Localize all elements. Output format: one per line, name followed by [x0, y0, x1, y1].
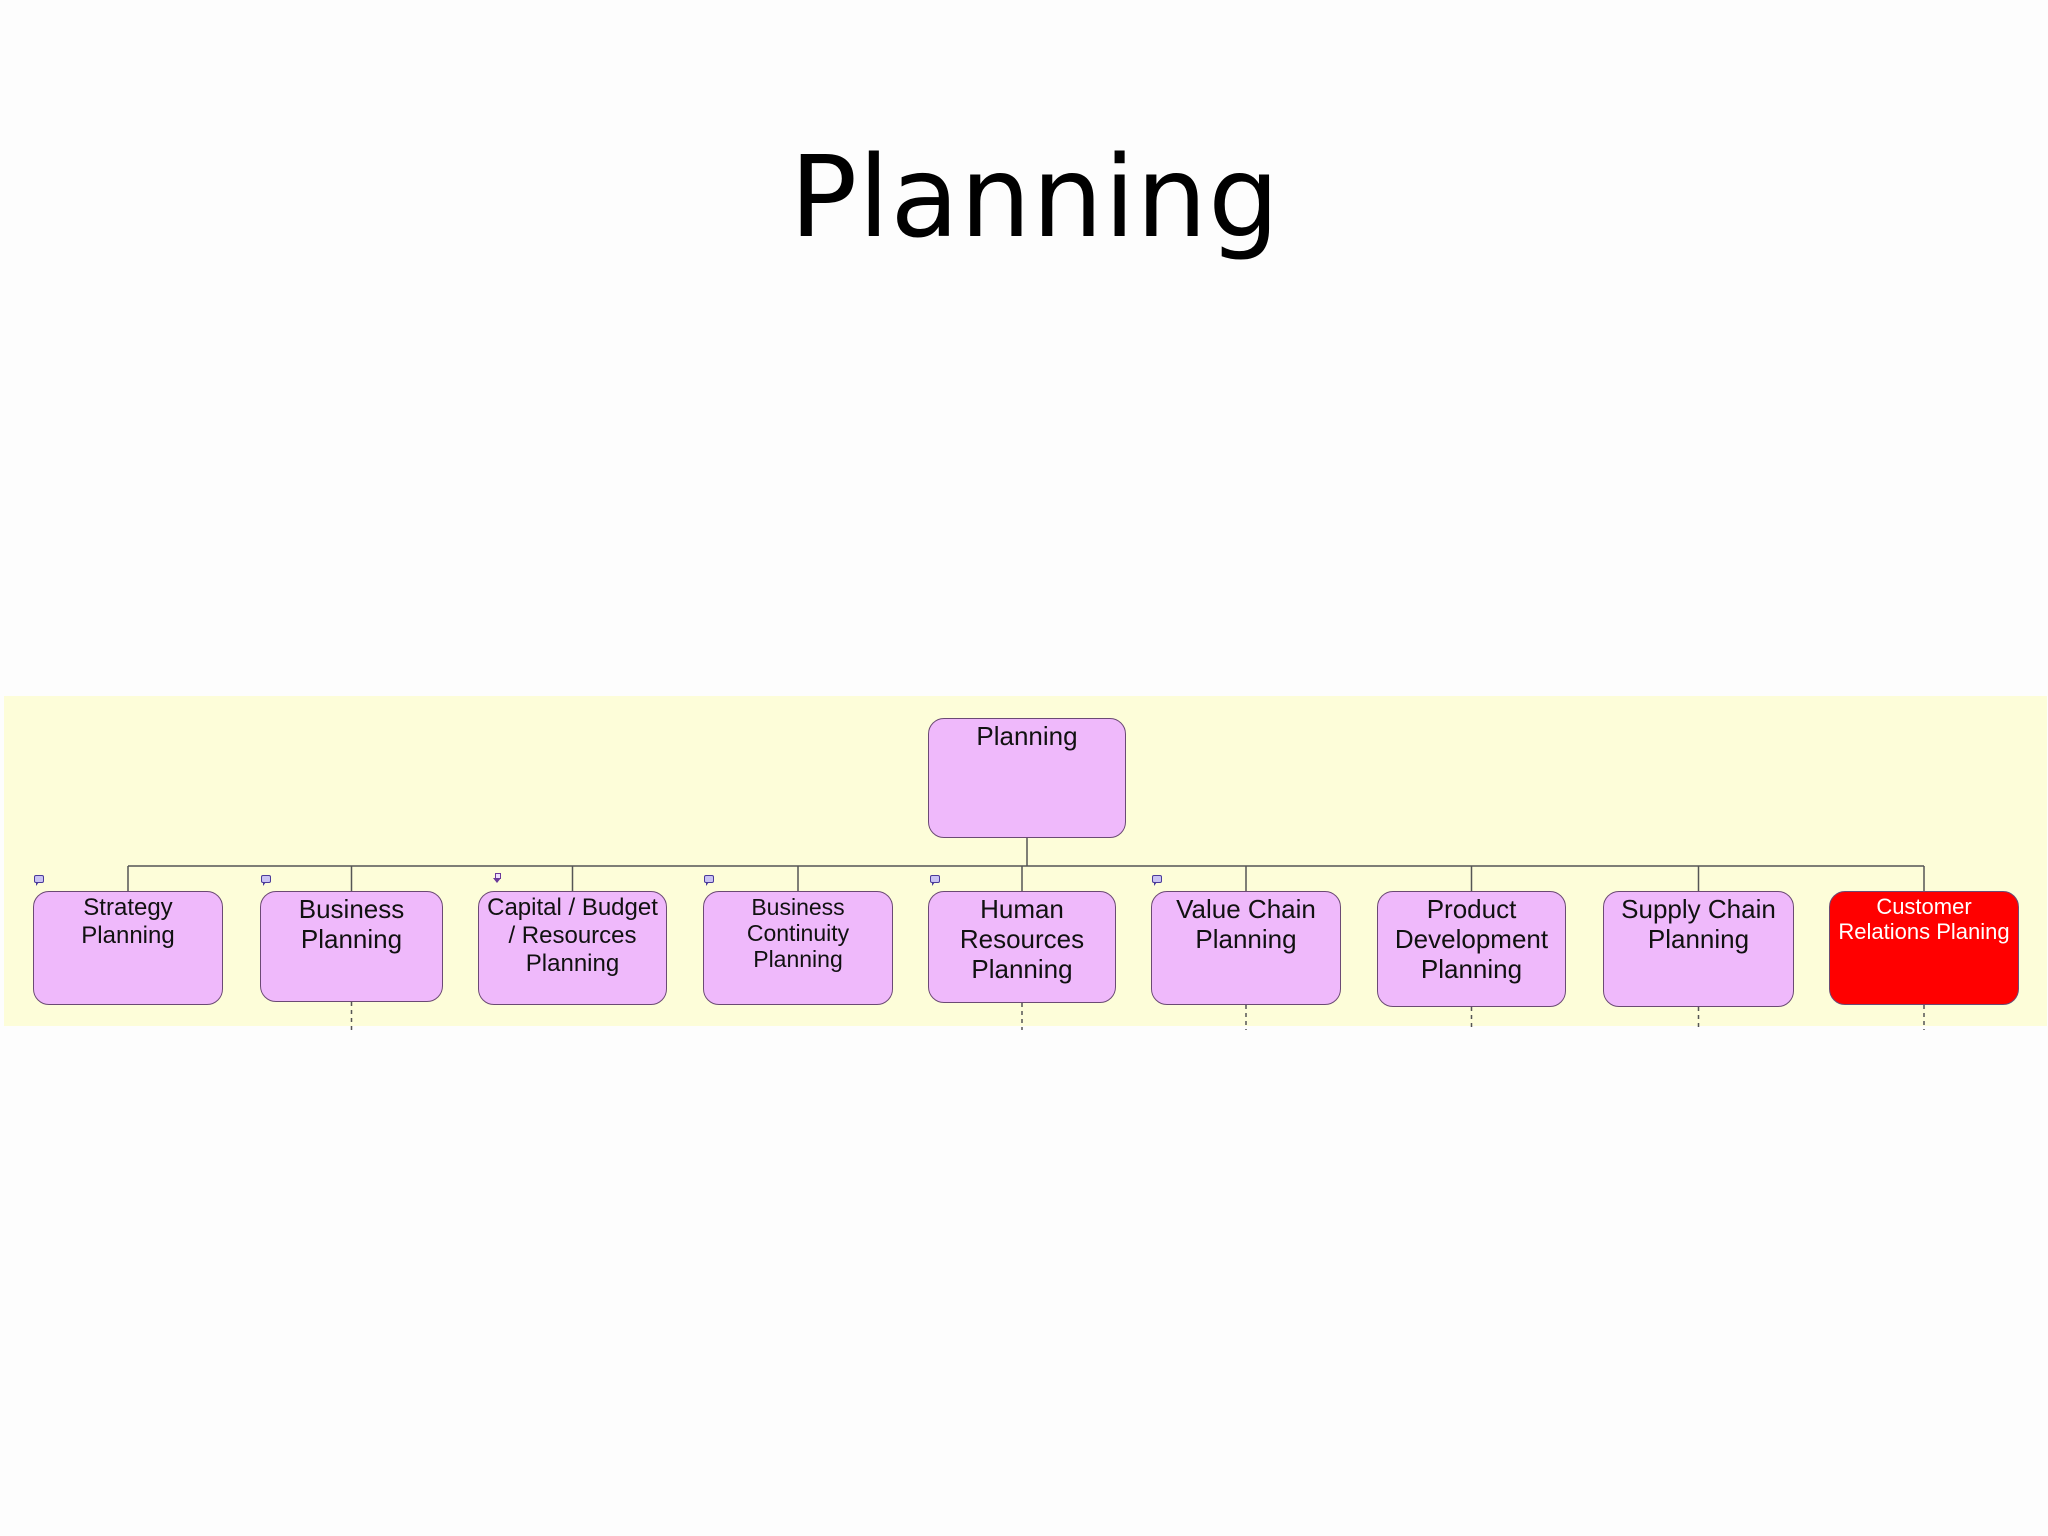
node-supply-chain-planning[interactable]: Supply Chain Planning [1603, 891, 1794, 1007]
node-strategy-planning[interactable]: Strategy Planning [33, 891, 223, 1005]
node-planning-root-label: Planning [976, 721, 1078, 751]
node-customer-relations-planing-label: Customer Relations Planing [1838, 894, 2010, 944]
arrow-down-icon[interactable] [493, 873, 501, 883]
node-customer-relations-planing[interactable]: Customer Relations Planing [1829, 891, 2019, 1005]
comment-icon[interactable] [704, 875, 714, 886]
node-business-planning-label: Business Planning [298, 894, 405, 954]
node-strategy-planning-label: Strategy Planning [81, 894, 175, 949]
node-supply-chain-planning-label: Supply Chain Planning [1621, 894, 1776, 954]
node-human-resources-planning[interactable]: Human Resources Planning [928, 891, 1116, 1003]
node-business-continuity-planning-label: Business Continuity Planning [746, 894, 850, 972]
comment-icon[interactable] [1152, 875, 1162, 886]
node-capital-budget-resources-planning[interactable]: Capital / Budget / Resources Planning [478, 891, 667, 1005]
node-product-development-planning-label: Product Development Planning [1394, 894, 1549, 984]
node-human-resources-planning-label: Human Resources Planning [959, 894, 1085, 984]
node-planning-root[interactable]: Planning [928, 718, 1126, 838]
comment-icon[interactable] [930, 875, 940, 886]
node-business-continuity-planning[interactable]: Business Continuity Planning [703, 891, 893, 1005]
node-value-chain-planning[interactable]: Value Chain Planning [1151, 891, 1341, 1005]
slide-title: Planning [789, 133, 1281, 263]
node-value-chain-planning-label: Value Chain Planning [1176, 894, 1316, 954]
node-business-planning[interactable]: Business Planning [260, 891, 443, 1002]
comment-icon[interactable] [261, 875, 271, 886]
comment-icon[interactable] [34, 875, 44, 886]
node-capital-budget-resources-planning-label: Capital / Budget / Resources Planning [487, 894, 658, 977]
node-product-development-planning[interactable]: Product Development Planning [1377, 891, 1566, 1007]
